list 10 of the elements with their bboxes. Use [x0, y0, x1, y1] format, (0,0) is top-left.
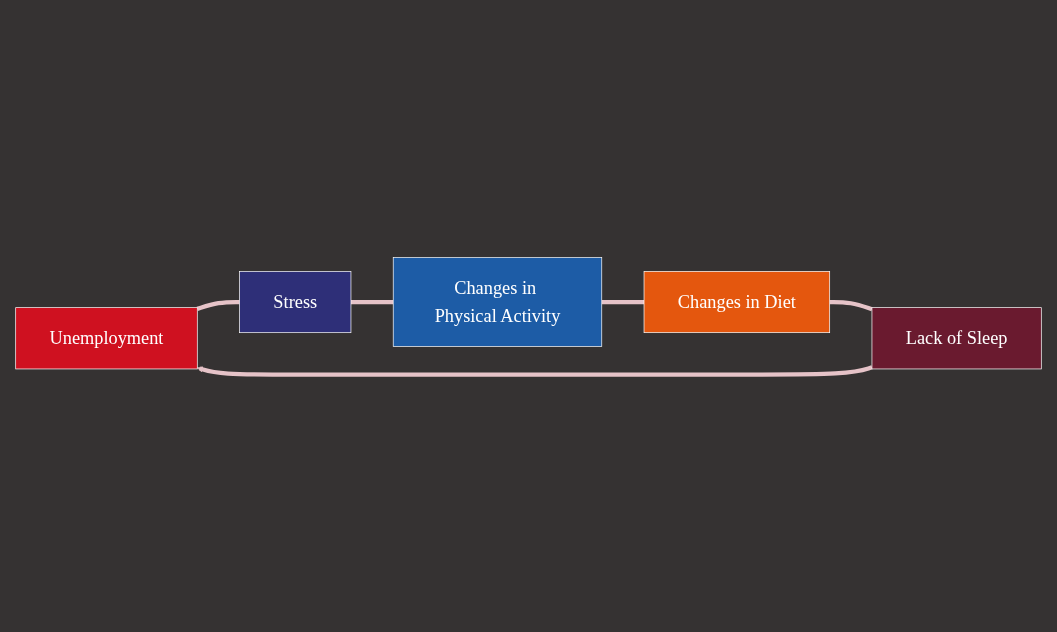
node-box: Unemployment: [15, 307, 198, 370]
connector: [601, 299, 645, 305]
node-box: Changes in Diet: [643, 270, 831, 333]
node-box: Stress: [239, 270, 352, 333]
node-box: Lack of Sleep: [871, 307, 1042, 370]
connector: [350, 299, 394, 305]
connector: [829, 299, 873, 312]
node-box: Changes in Physical Activity: [392, 257, 603, 347]
arrow: [197, 365, 873, 377]
connector: [196, 299, 240, 311]
